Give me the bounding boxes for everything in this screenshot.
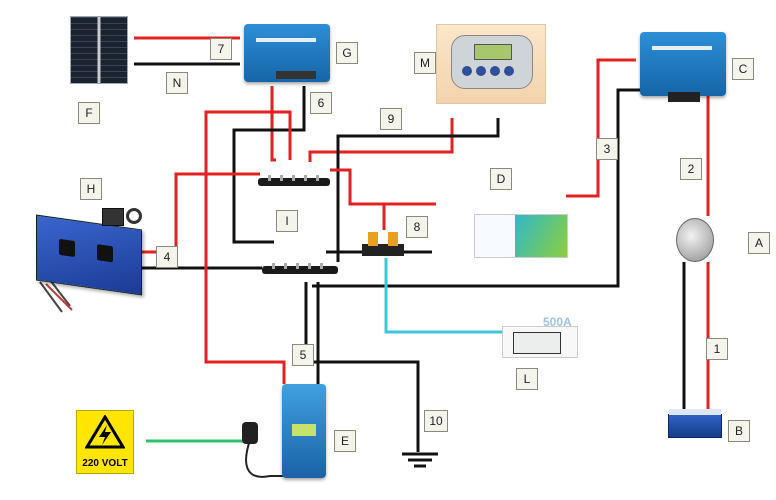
cable-label-10: 10	[424, 410, 448, 432]
monitor-button	[490, 66, 500, 76]
orion-terminals	[668, 92, 700, 102]
node-label-f: F	[78, 102, 100, 124]
cable-label-2: 2	[680, 158, 702, 180]
monitor-button	[504, 66, 514, 76]
negative-busbar	[262, 263, 338, 274]
battery-charger	[282, 384, 326, 478]
solar-panel	[70, 16, 128, 84]
inverter-socket	[59, 238, 75, 258]
monitor-face	[451, 35, 533, 89]
cable-label-7: 7	[210, 38, 232, 60]
shunt-base	[362, 244, 404, 256]
display-screen	[513, 332, 561, 354]
monitor-button	[462, 66, 472, 76]
wire-4-positive	[140, 172, 260, 254]
charger-cord	[245, 439, 286, 478]
battery-top	[669, 409, 721, 415]
starter-battery	[668, 409, 722, 438]
monitor-screen	[474, 44, 512, 60]
node-label-d: D	[490, 168, 512, 190]
cable-label-1: 1	[706, 338, 728, 360]
wire-3-positive	[566, 58, 636, 198]
wire-signal	[384, 258, 502, 334]
monitor-button	[476, 66, 486, 76]
mppt-label-strip	[256, 38, 316, 42]
wire-6-negative	[232, 86, 306, 244]
wire-3-negative	[312, 88, 640, 288]
inverter-remote	[102, 208, 124, 226]
cable-label-9: 9	[380, 108, 402, 130]
wire-9-negative	[336, 118, 500, 262]
cable-label-8: 8	[406, 216, 428, 238]
alternator	[676, 218, 714, 262]
shunt-terminal	[368, 232, 378, 246]
node-label-l: I	[276, 210, 298, 232]
cable-label-6: 6	[310, 92, 332, 114]
positive-busbar	[258, 175, 330, 186]
mains-warning-sign: 220 VOLT	[76, 410, 134, 474]
node-label-b: B	[728, 420, 750, 442]
display-reading: 500A	[543, 315, 572, 329]
mppt-charge-controller	[244, 24, 330, 82]
wire-5-positive	[204, 110, 292, 384]
inverter-leads	[39, 279, 71, 313]
shunt	[362, 230, 404, 258]
wire-6-positive	[270, 86, 276, 162]
mains-plug	[242, 422, 258, 444]
mains-voltage-text: 220 VOLT	[82, 458, 128, 469]
node-label-m: M	[414, 52, 436, 74]
service-battery	[474, 214, 568, 258]
warning-triangle-icon	[85, 415, 125, 449]
node-label-g: G	[336, 42, 358, 64]
cable-label-3: 3	[596, 138, 618, 160]
charger-display	[292, 424, 316, 436]
node-label-c: C	[732, 58, 754, 80]
node-label-n: N	[166, 72, 188, 94]
inverter-socket	[97, 244, 113, 263]
shunt-terminal	[388, 232, 398, 246]
cable-label-5: 5	[292, 344, 314, 366]
wire-10-ground	[304, 282, 420, 452]
remote-cable-coil	[126, 208, 142, 224]
shunt-display: 500A	[502, 315, 578, 358]
dc-dc-charger	[640, 32, 726, 102]
wire-8-positive	[330, 168, 386, 230]
node-label-e: E	[334, 430, 356, 452]
node-label-a: A	[748, 232, 770, 254]
node-label-h: H	[80, 178, 102, 200]
inverter-lead-red	[45, 283, 73, 311]
battery-label-graphic	[515, 215, 567, 257]
cable-label-4: 4	[156, 246, 178, 268]
mppt-terminals	[276, 71, 316, 79]
node-label-i: L	[516, 368, 538, 390]
battery-monitor	[436, 24, 546, 104]
ground-icon	[402, 452, 438, 468]
orion-label-strip	[652, 46, 712, 50]
